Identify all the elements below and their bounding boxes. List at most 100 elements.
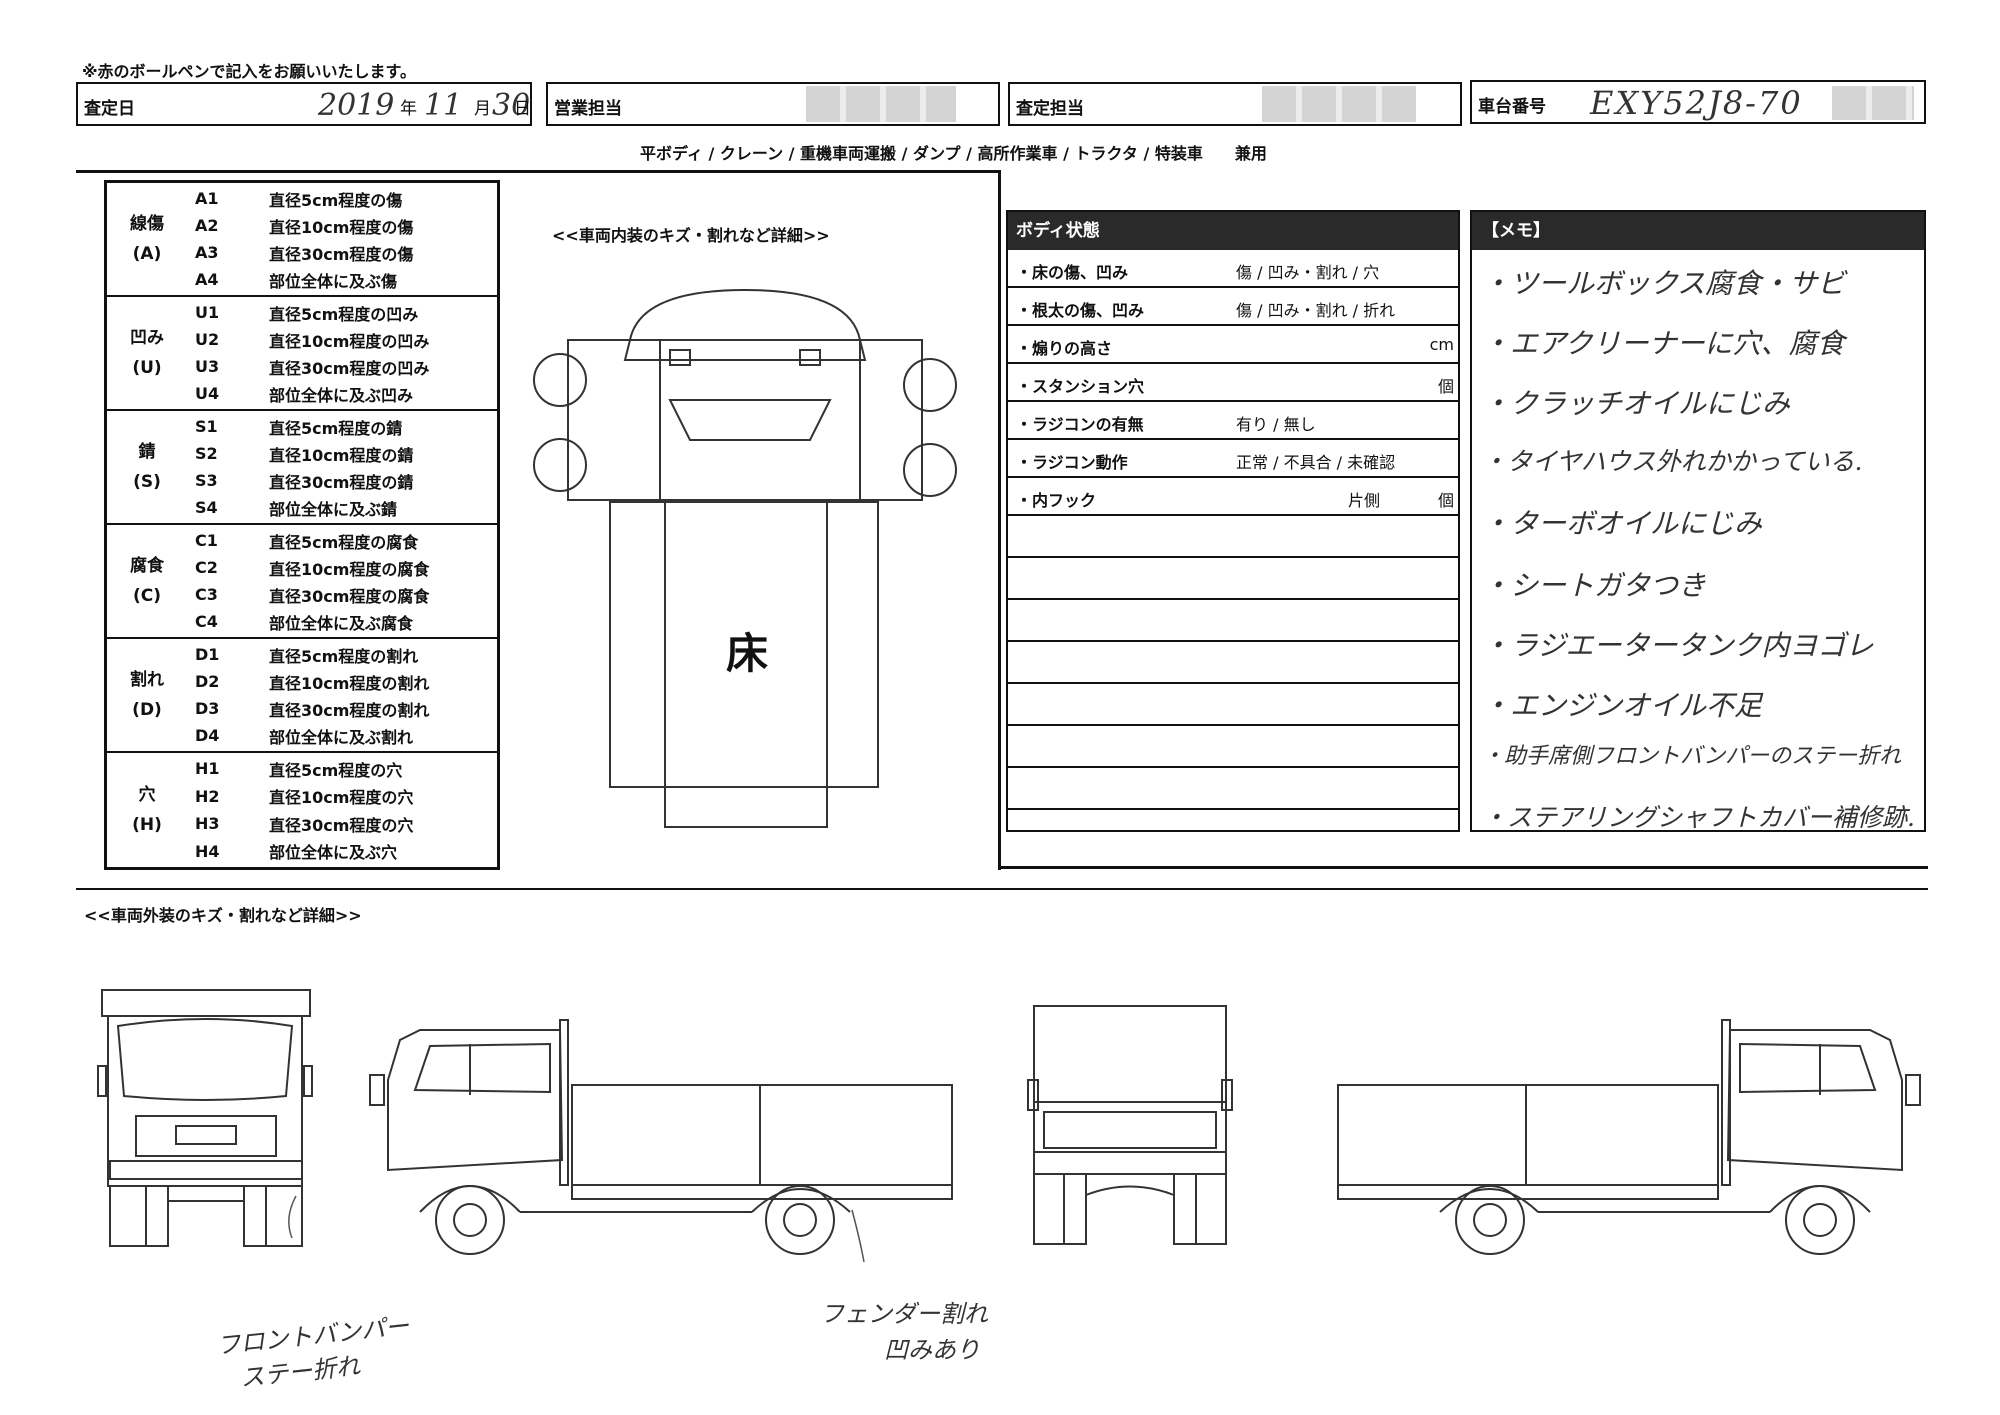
- chassis-label: 車台番号: [1478, 97, 1546, 117]
- day-unit: 日: [514, 99, 531, 119]
- body-state-row[interactable]: ・床の傷、凹み傷 / 凹み・割れ / 穴: [1008, 250, 1458, 288]
- appraiser-redaction: [1262, 86, 1416, 122]
- body-state-row[interactable]: ・ラジコンの有無有り / 無し: [1008, 402, 1458, 440]
- legend-code: H4: [195, 841, 220, 861]
- sales-box[interactable]: 営業担当: [546, 82, 1000, 126]
- body-state-label: ・内フック: [1016, 491, 1097, 510]
- legend-code: S1: [195, 417, 218, 436]
- body-state-blank-row[interactable]: [1008, 768, 1458, 810]
- divider-bottom-right: [998, 866, 1928, 869]
- legend-desc: 直径5cm程度の傷: [269, 190, 403, 210]
- body-state-options: 傷 / 凹み・割れ / 折れ: [1236, 301, 1396, 320]
- legend-group-code: (H): [132, 815, 162, 835]
- memo-line: ・シートガタつき: [1482, 569, 1707, 602]
- body-state-blank-row[interactable]: [1008, 600, 1458, 642]
- divider-vertical: [998, 170, 1001, 870]
- interior-title: <<車両内装のキズ・割れなど詳細>>: [552, 226, 830, 245]
- body-state-title: ボディ状態: [1008, 212, 1458, 250]
- legend-code: S2: [195, 444, 218, 463]
- truck-front-view: [97, 989, 313, 1247]
- truck-left-side-view: [369, 1019, 953, 1263]
- body-state-blank-row[interactable]: [1008, 516, 1458, 558]
- body-state-row[interactable]: ・ラジコン動作 正常 / 不具合 / 未確認: [1008, 440, 1458, 478]
- body-state-label: ・ラジコン動作: [1016, 453, 1128, 472]
- legend-group-label: 割れ: [130, 670, 164, 690]
- chassis-redaction: [1832, 86, 1914, 120]
- legend-group-name: 錆(S): [107, 411, 187, 523]
- body-state-blank-row[interactable]: [1008, 642, 1458, 684]
- body-state-options: 傷 / 凹み・割れ / 穴: [1236, 263, 1380, 282]
- legend-group-code: (D): [132, 700, 162, 720]
- annotation-fender-line1: フェンダー割れ: [820, 1300, 988, 1328]
- body-state-row[interactable]: ・内フック 片側 個: [1008, 478, 1458, 516]
- legend-code: D4: [195, 726, 220, 745]
- interior-floor-diagram: [533, 288, 957, 828]
- body-state-row[interactable]: ・スタンション穴個: [1008, 364, 1458, 402]
- legend-group-label: 凹み: [130, 328, 164, 348]
- legend-code: C3: [195, 585, 218, 604]
- memo-line: ・ツールボックス腐食・サビ: [1482, 267, 1846, 300]
- legend-group-name: 割れ (D): [107, 639, 187, 751]
- legend-group-code: (A): [132, 244, 162, 264]
- body-state-blank-row[interactable]: [1008, 726, 1458, 768]
- memo-line: ・ラジエータータンク内ヨゴレ: [1482, 629, 1874, 662]
- legend-code: H3: [195, 814, 220, 834]
- legend-desc: 直径30cm程度の錆: [269, 472, 414, 492]
- legend-code: U1: [195, 303, 220, 322]
- body-state-row[interactable]: ・根太の傷、凹み傷 / 凹み・割れ / 折れ: [1008, 288, 1458, 326]
- chassis-box[interactable]: 車台番号 EXY52J8-70: [1470, 80, 1926, 124]
- legend-code: U3: [195, 357, 220, 376]
- body-state-blank-row[interactable]: [1008, 558, 1458, 600]
- memo-line: ・助手席側フロントバンパーのステー折れ: [1482, 744, 1902, 769]
- legend-group-label: 線傷: [130, 214, 164, 234]
- date-box[interactable]: 査定日 2019 年 11 月 30 日: [76, 82, 532, 126]
- legend-desc: 直径5cm程度の穴: [269, 760, 403, 780]
- legend-code: C1: [195, 531, 218, 550]
- date-month: 11: [424, 88, 463, 123]
- legend-desc: 直径30cm程度の穴: [269, 815, 414, 835]
- body-state-options: 片側: [1348, 491, 1381, 510]
- floor-label: 床: [726, 629, 769, 678]
- memo-panel: 【メモ】 ・ツールボックス腐食・サビ・エアクリーナーに穴、腐食・クラッチオイルに…: [1470, 210, 1926, 832]
- legend-code: C4: [195, 612, 218, 631]
- legend-desc: 直径10cm程度の腐食: [269, 559, 430, 579]
- body-state-options: 正常 / 不具合 / 未確認: [1236, 453, 1396, 472]
- body-state-blank-row[interactable]: [1008, 684, 1458, 726]
- legend-code: A4: [195, 270, 219, 289]
- date-label: 査定日: [84, 99, 135, 119]
- legend-desc: 部位全体に及ぶ割れ: [269, 727, 414, 747]
- legend-group-name: 穴(H): [107, 753, 187, 867]
- appraiser-label: 査定担当: [1016, 99, 1084, 119]
- legend-desc: 直径10cm程度の傷: [269, 217, 414, 237]
- legend-row: H3 直径30cm程度の穴: [187, 810, 497, 837]
- truck-rear-view: [1027, 1005, 1233, 1245]
- legend-code: U4: [195, 384, 220, 403]
- legend-group-code: (C): [132, 586, 161, 606]
- legend-desc: 直径5cm程度の凹み: [269, 304, 419, 324]
- legend-group-name: 線傷 (A): [107, 183, 187, 295]
- body-state-unit: 個: [1437, 491, 1454, 510]
- legend-code: A1: [195, 189, 219, 208]
- appraiser-box[interactable]: 査定担当: [1008, 82, 1462, 126]
- memo-line: ・エンジンオイル不足: [1482, 689, 1763, 722]
- legend-code: D2: [195, 672, 220, 691]
- body-state-panel: ボディ状態 ・床の傷、凹み傷 / 凹み・割れ / 穴・根太の傷、凹み傷 / 凹み…: [1006, 210, 1460, 832]
- date-year: 2019: [318, 88, 395, 123]
- legend-desc: 直径10cm程度の穴: [269, 788, 414, 808]
